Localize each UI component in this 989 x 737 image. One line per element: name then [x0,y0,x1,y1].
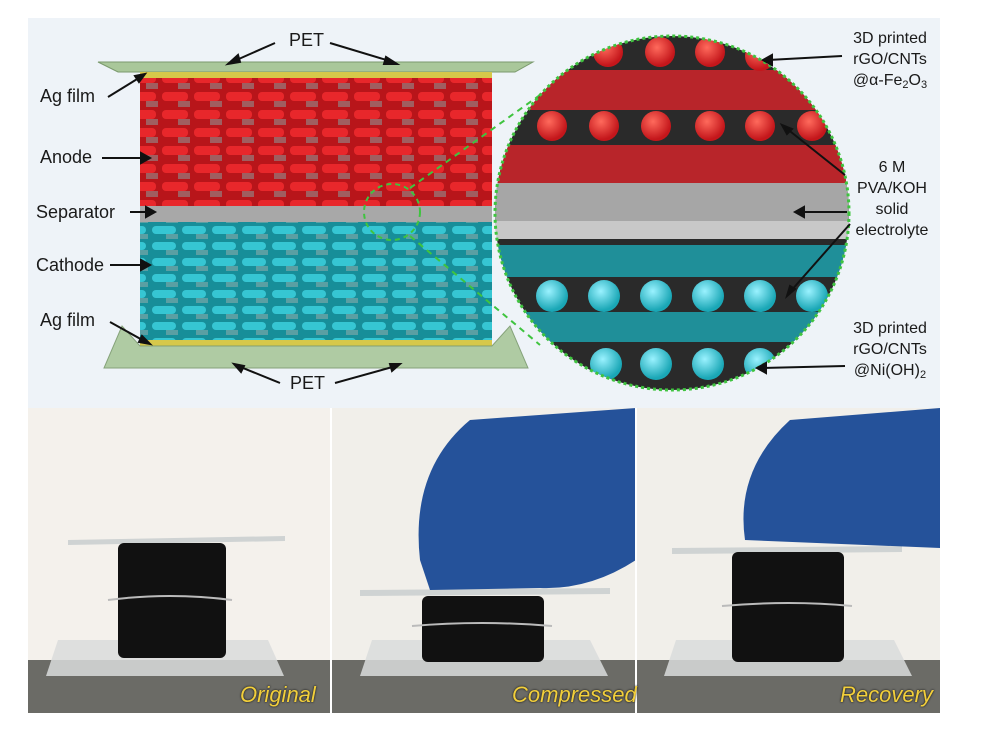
caption-compressed: Compressed [512,682,637,707]
label-cathode: Cathode [36,255,105,275]
label-pet-bottom: PET [290,373,326,393]
photo-original [28,408,331,713]
electrolyte-line2: PVA/KOH [857,180,927,197]
left-arrows [102,42,403,384]
label-electrolyte: 6 M PVA/KOH solid electrolyte [842,157,942,241]
zoom-detail [495,36,849,390]
zoom-projection-top [409,94,541,189]
zoom-source-circle [363,183,421,241]
pet-bottom-plate [103,325,529,369]
cathode-formula-prefix: @Ni(OH) [853,362,920,379]
anode-material-line1: 3D printed [853,30,927,47]
cathode-material-line2: rGO/CNTs [853,341,927,358]
right-arrows [754,53,851,375]
caption-recovery: Recovery [840,682,933,707]
label-cathode-material: 3D printed rGO/CNTs @Ni(OH)2 [840,318,940,386]
anode-formula-sub1: 2 [902,79,909,91]
cathode-material-line1: 3D printed [853,320,927,337]
anode-formula-prefix: @α-Fe [852,72,903,89]
ag-film-bottom-layer [140,340,492,346]
photo-compressed [331,408,636,713]
anode-material-line2: rGO/CNTs [853,51,927,68]
zoom-circle-border [493,34,851,392]
anode-material-line3: @α-Fe2O3 [840,70,940,96]
caption-original: Original [240,682,316,707]
cathode-layer [140,222,492,340]
separator-layer [140,206,492,222]
anode-formula-mid: O [908,72,921,89]
ag-film-top-layer [140,72,492,78]
electrolyte-line3: solid [875,201,909,218]
photo-recovery [636,408,940,713]
label-anode: Anode [40,147,93,167]
electrolyte-line4: electrolyte [855,222,929,239]
pet-top-plate [97,61,535,73]
electrolyte-line1: 6 M [878,159,906,176]
label-ag-film-bottom: Ag film [40,310,96,330]
anode-formula-sub2: 3 [920,79,928,91]
anode-layer [140,78,492,206]
cathode-material-line3: @Ni(OH)2 [840,360,940,386]
label-anode-material: 3D printed rGO/CNTs @α-Fe2O3 [840,28,940,96]
label-pet-top: PET [289,30,325,50]
label-ag-film-top: Ag film [40,86,96,106]
label-separator: Separator [36,202,116,222]
cathode-formula-sub: 2 [919,369,927,381]
